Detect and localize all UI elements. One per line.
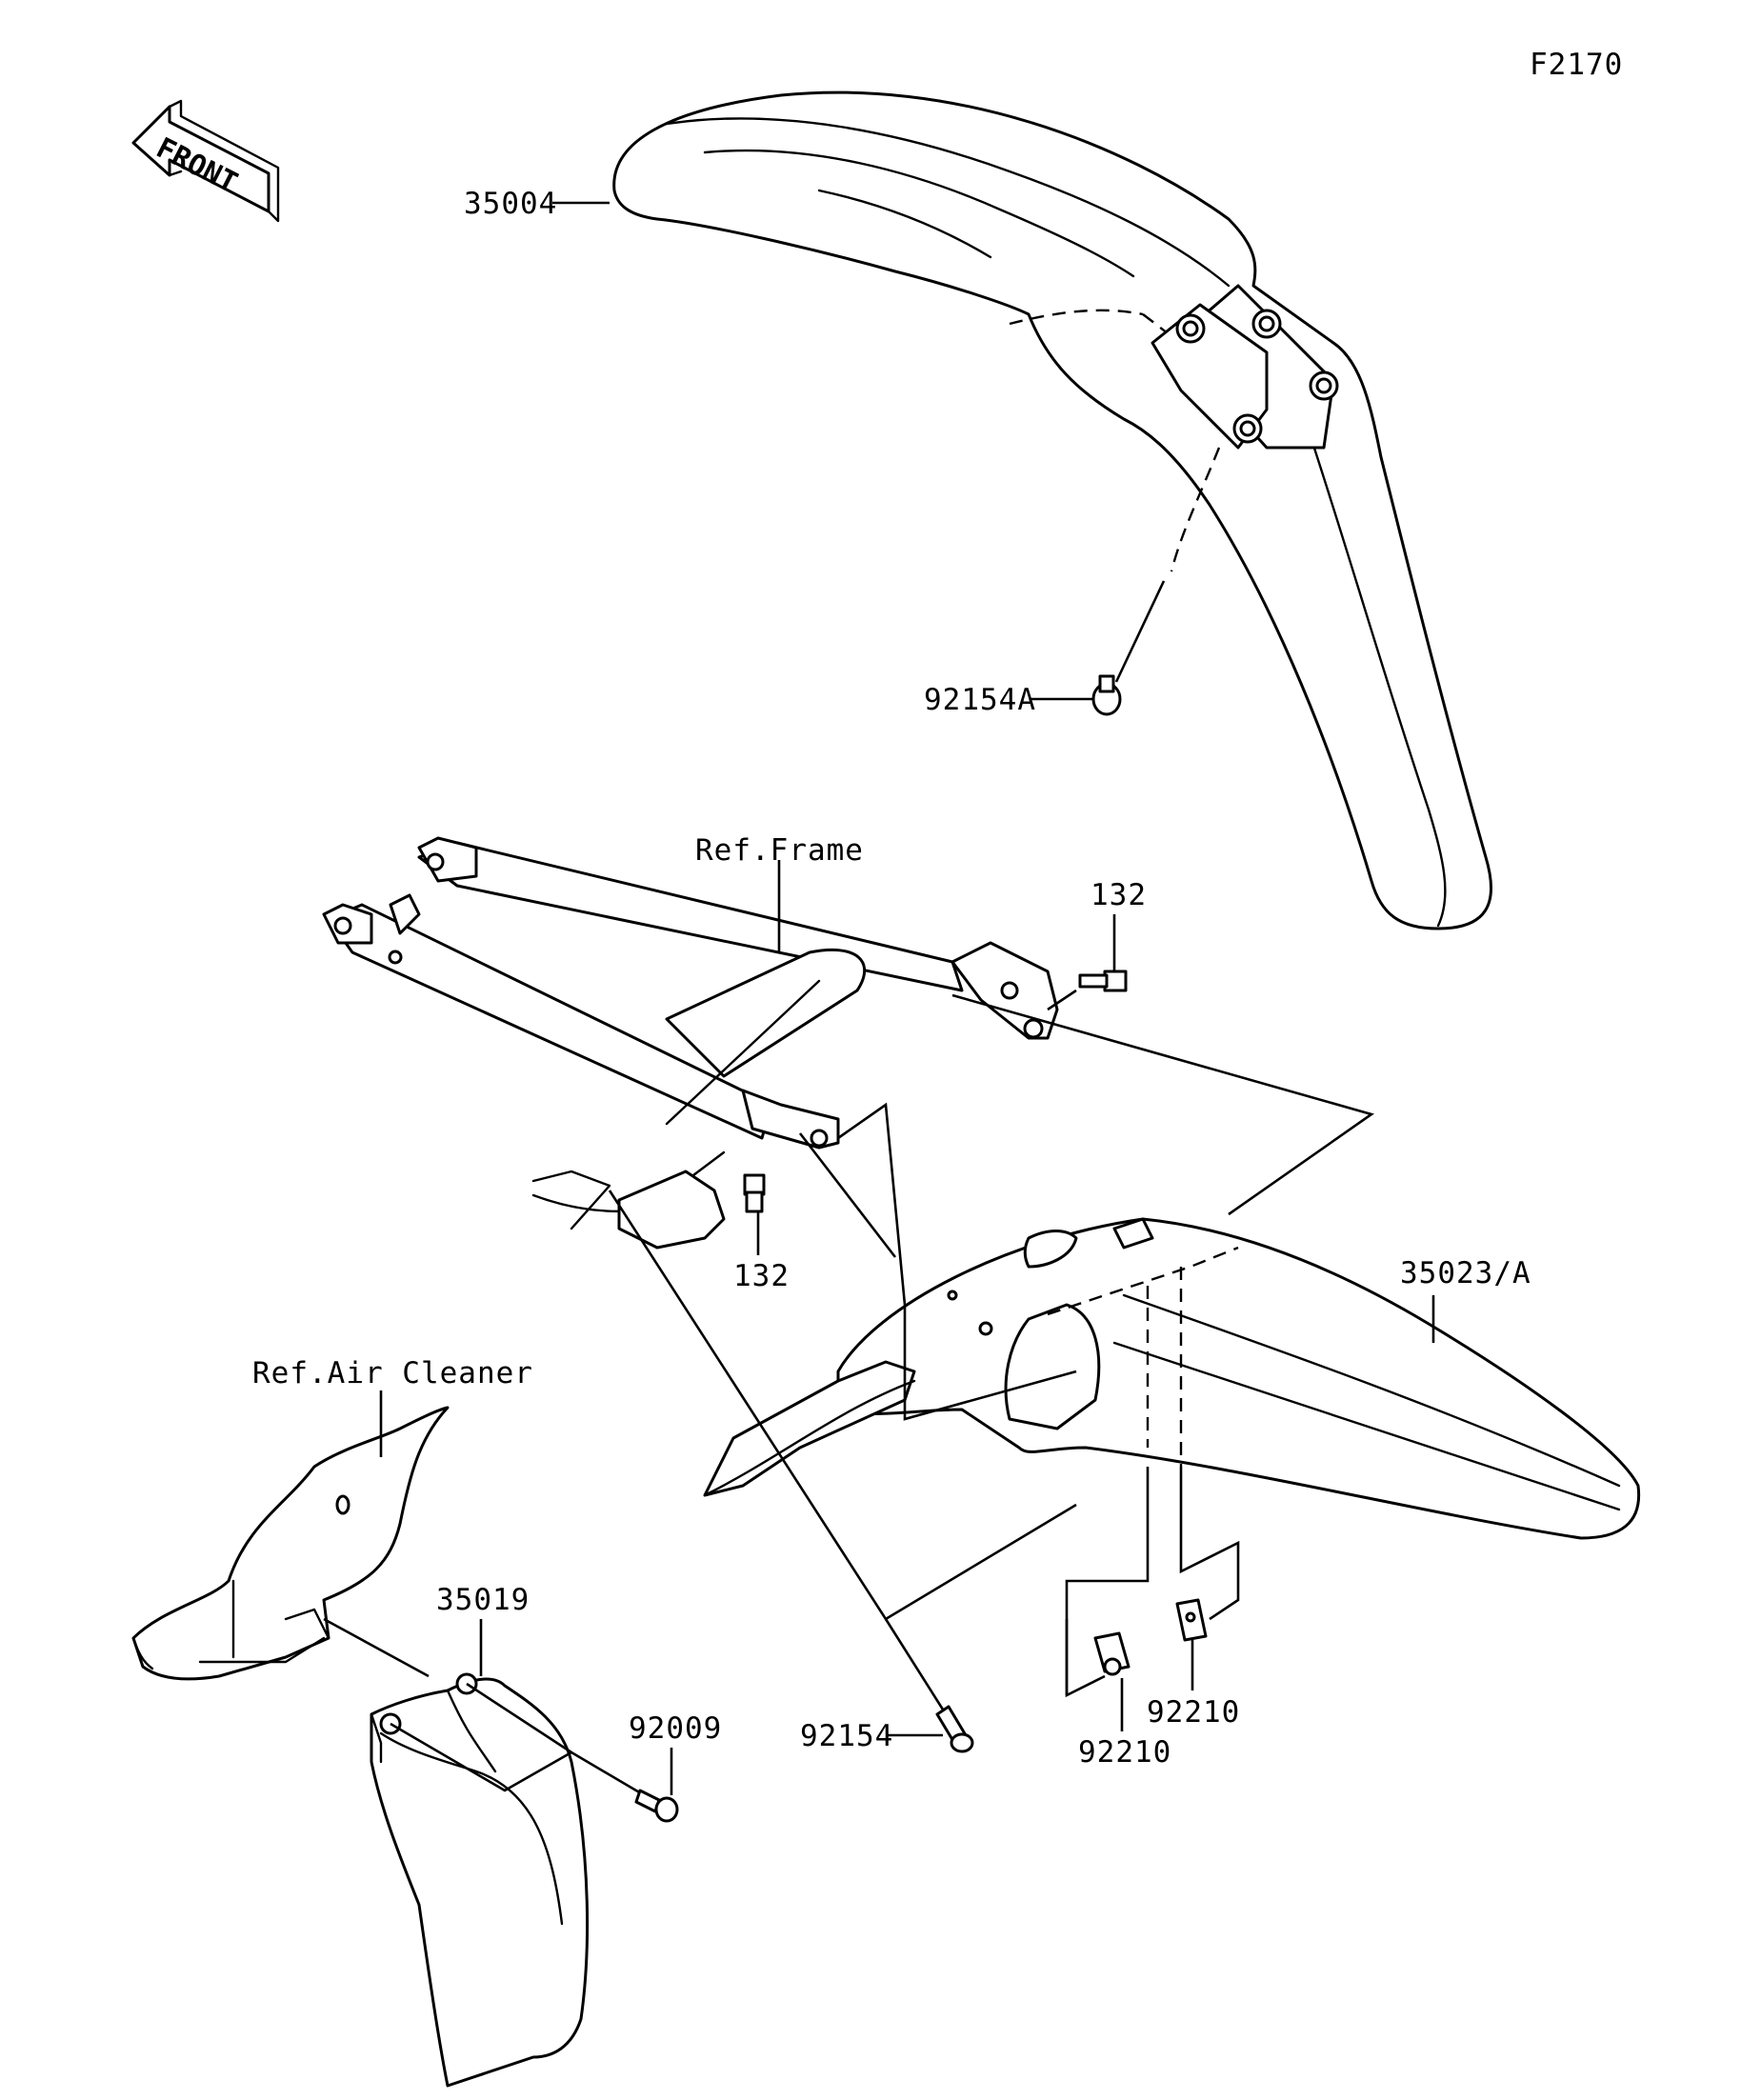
- label-rear-fender: 35023/A: [1400, 1256, 1531, 1290]
- screw-92009-icon: [390, 1682, 679, 1823]
- label-nut-right: 92210: [1147, 1695, 1240, 1730]
- bolt-132-lower-icon: [743, 1173, 766, 1213]
- label-front-fender-bolt: 92154A: [924, 683, 1036, 717]
- label-front-fender: 35004: [464, 187, 557, 221]
- leader-aircleaner-flap: [323, 1617, 430, 1678]
- front-fender: [612, 90, 1493, 930]
- bolt-92154-icon: [884, 1618, 974, 1753]
- nut-92210-right-icon: [1175, 1598, 1208, 1642]
- rear-subframe: [322, 836, 1059, 1250]
- label-ref-frame: Ref.Frame: [695, 833, 864, 868]
- air-cleaner-housing: [131, 1406, 450, 1681]
- mud-flap: [370, 1672, 590, 2088]
- bolt-132-upper-icon: [1047, 970, 1128, 1011]
- label-ref-air-cleaner: Ref.Air Cleaner: [252, 1356, 533, 1390]
- label-rear-fender-bolt: 92154: [800, 1719, 893, 1753]
- label-bolt-132-upper: 132: [1091, 878, 1147, 912]
- nut-92210-left-icon: [1065, 1619, 1131, 1698]
- label-bolt-132-lower: 132: [733, 1259, 790, 1293]
- front-arrow-icon: FRONT: [131, 99, 280, 223]
- label-flap: 35019: [436, 1583, 530, 1617]
- rear-fender: [703, 1217, 1641, 1540]
- figure-code: F2170: [1530, 48, 1623, 82]
- bolt-92154a-icon: [1091, 580, 1166, 716]
- label-nut-left: 92210: [1078, 1735, 1171, 1770]
- label-flap-screw: 92009: [629, 1711, 722, 1746]
